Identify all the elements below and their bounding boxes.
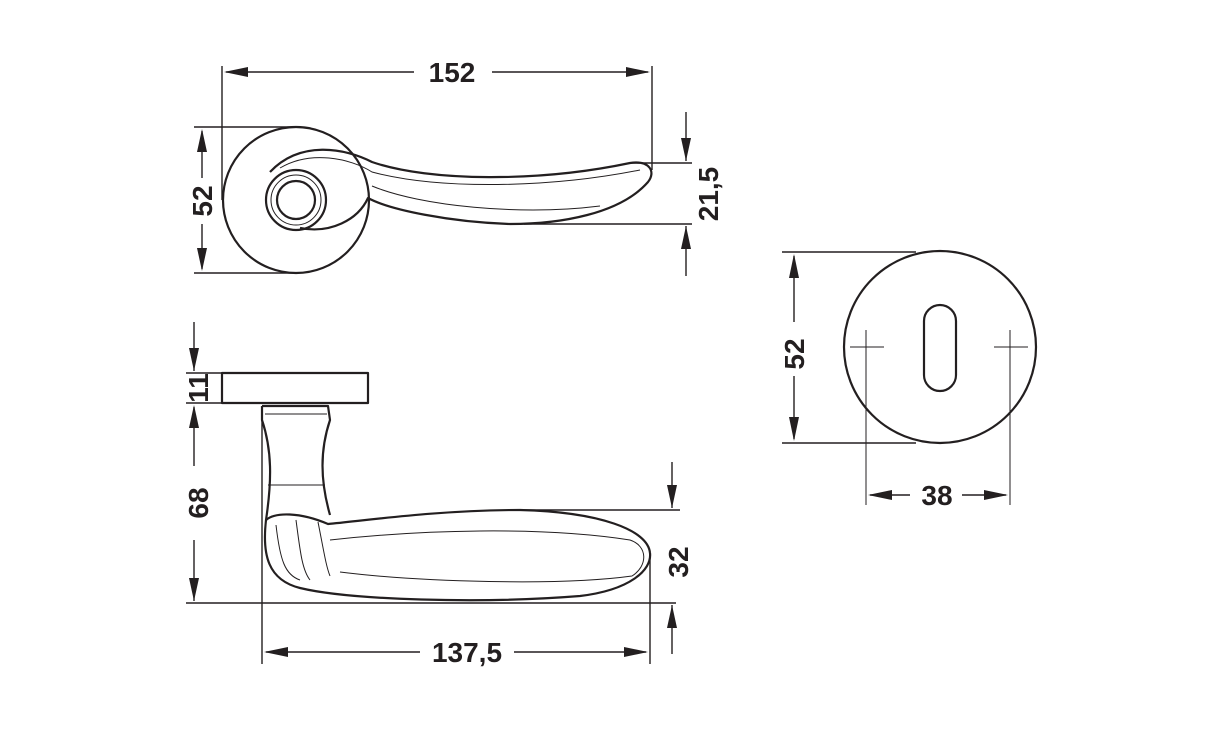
side-rose xyxy=(220,371,370,405)
dim-projection: 68 xyxy=(183,487,214,518)
side-lever xyxy=(263,508,652,602)
dim-hole-spacing: 38 xyxy=(921,480,952,511)
dim-escutcheon-diameter: 52 xyxy=(779,338,810,369)
escutcheon-view: 52 38 xyxy=(779,249,1038,511)
dim-lever-depth: 32 xyxy=(663,546,694,577)
dim-lever-length: 137,5 xyxy=(432,637,502,668)
side-neck xyxy=(262,404,332,516)
top-rose xyxy=(221,125,371,275)
dim-rose-diameter: 52 xyxy=(187,185,218,216)
top-spindle-inner xyxy=(275,179,317,221)
dim-lever-height: 21,5 xyxy=(693,167,724,222)
dim-overall-length: 152 xyxy=(429,57,476,88)
escutcheon-plate xyxy=(842,249,1038,445)
dim-rose-thickness: 11 xyxy=(183,373,214,403)
top-view: 152 52 21,5 xyxy=(187,57,724,276)
side-view: 11 68 32 137,5 xyxy=(183,322,694,668)
keyhole-icon xyxy=(922,303,958,393)
top-spindle-outer xyxy=(264,168,328,232)
top-lever xyxy=(269,148,653,231)
top-spindle-ring xyxy=(270,174,322,226)
